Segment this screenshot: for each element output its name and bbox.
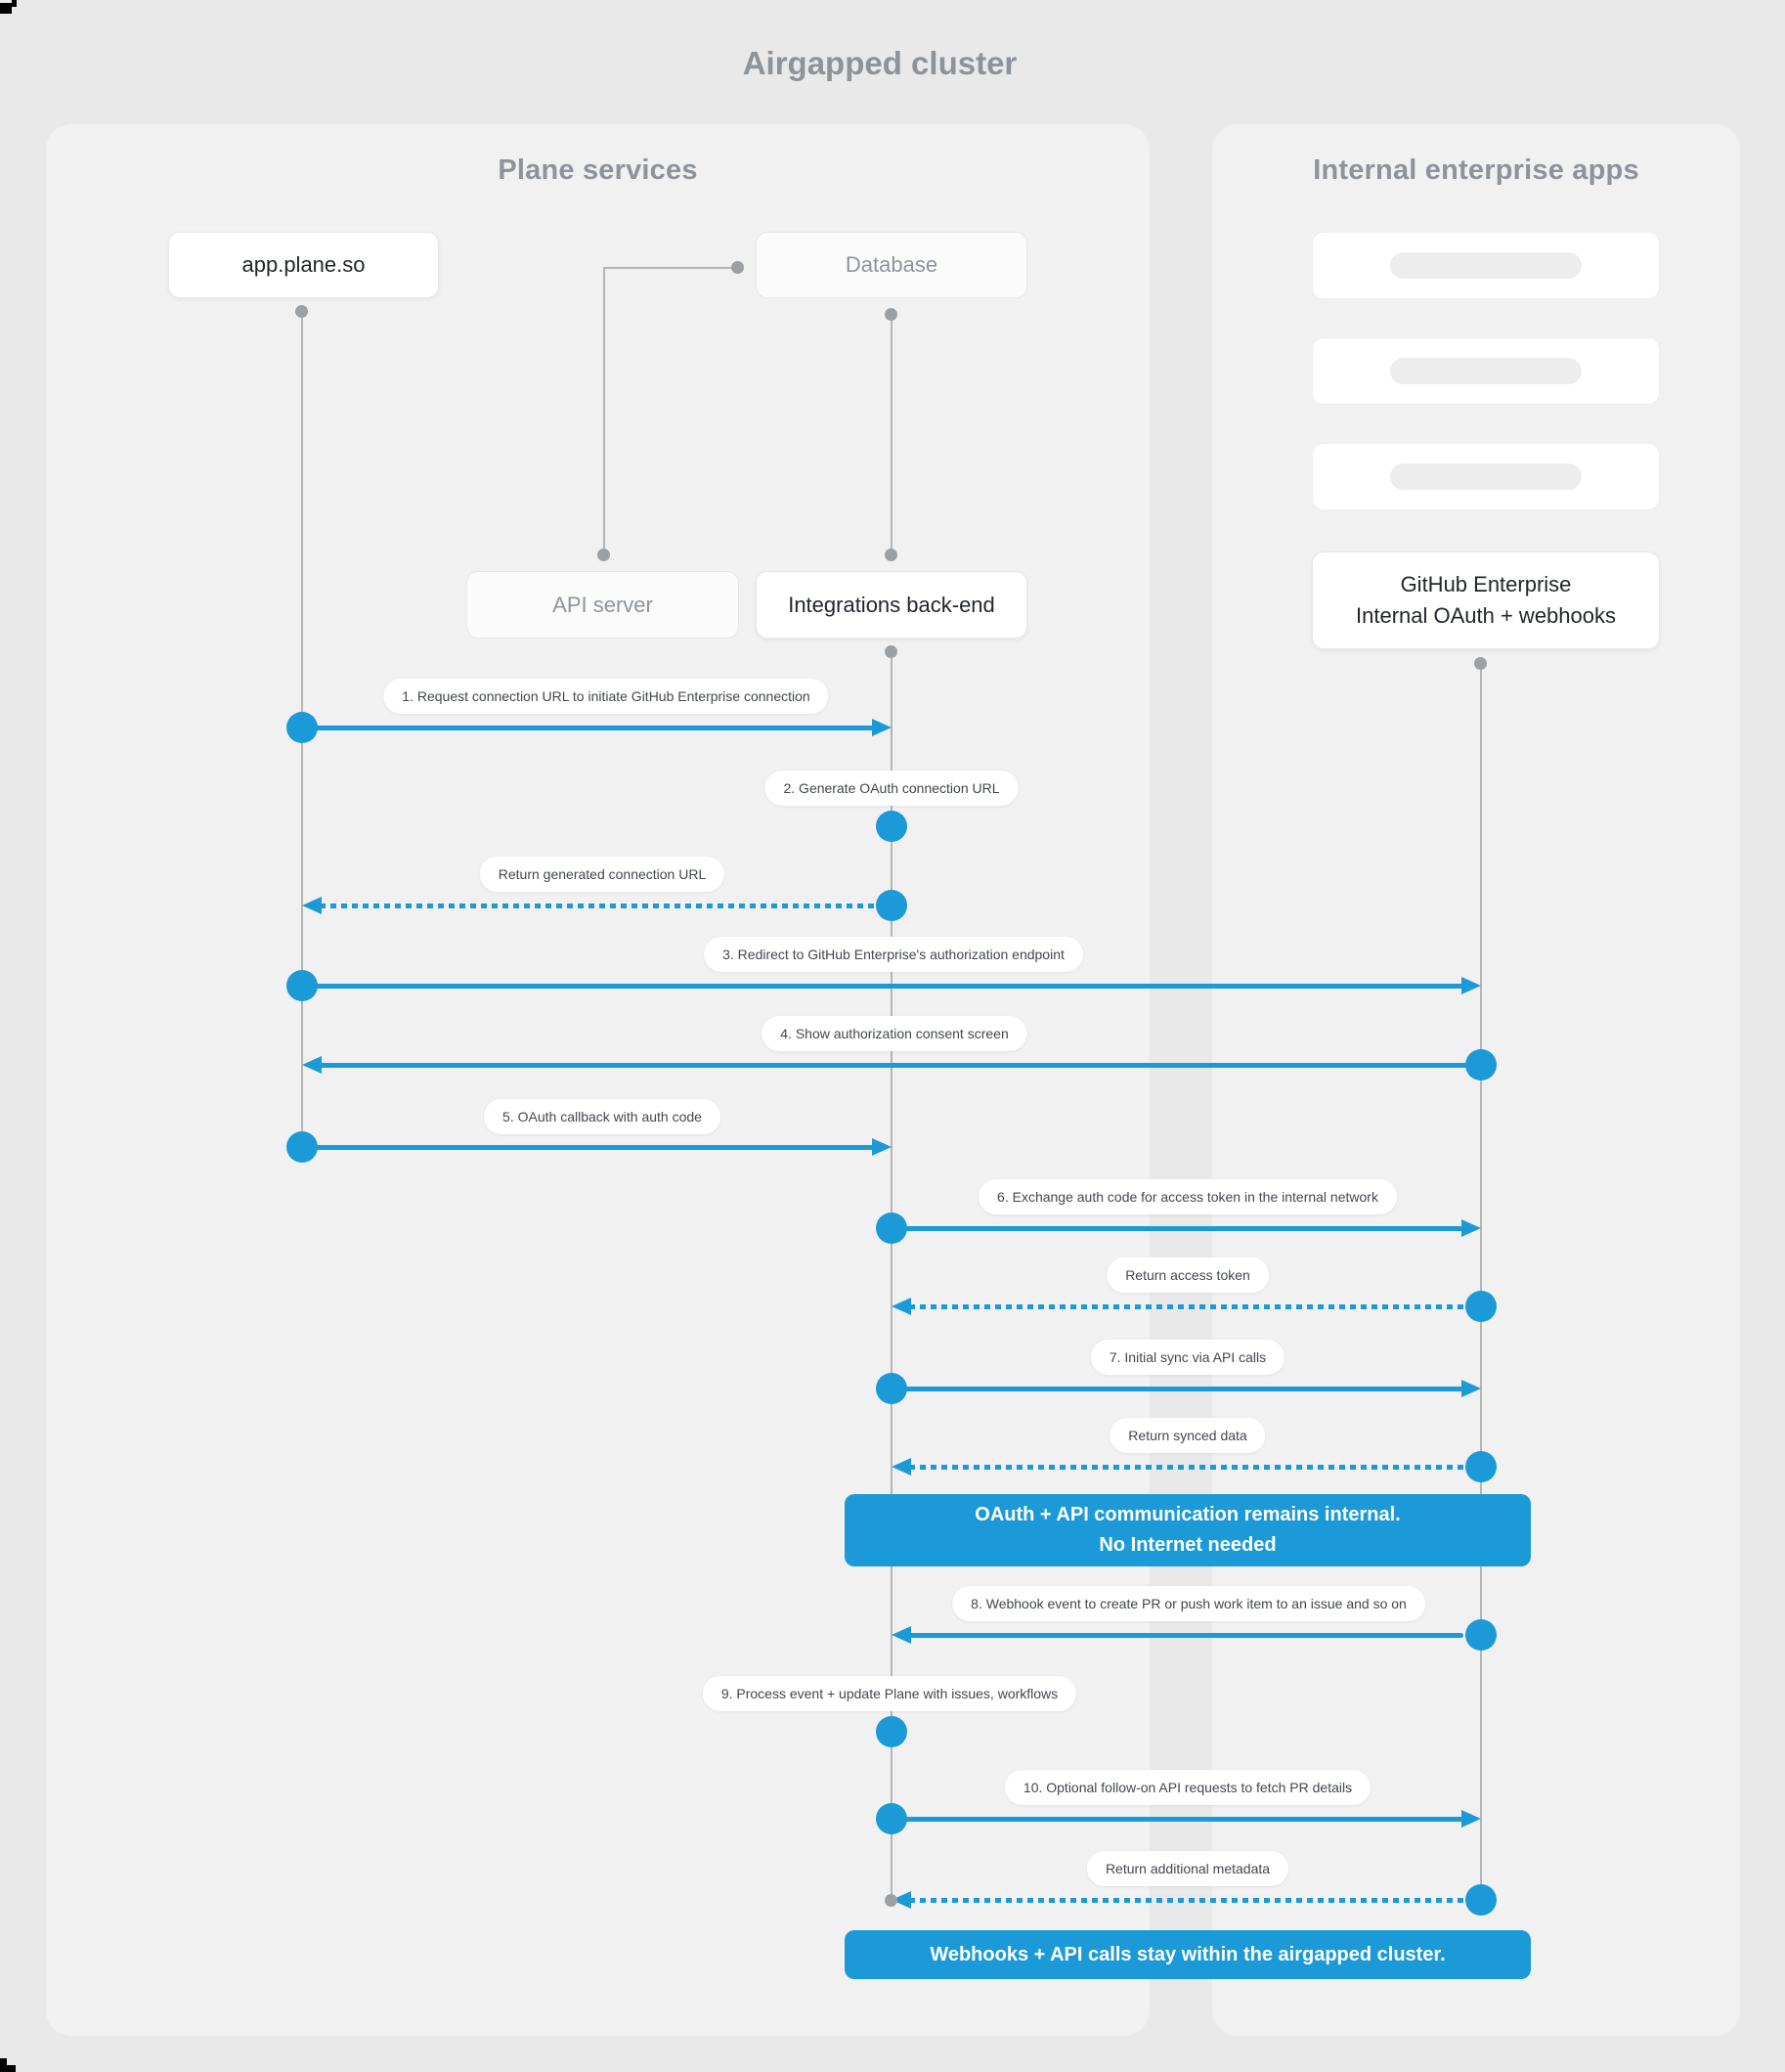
corner-artifact xyxy=(7,2065,16,2072)
arrowhead-left xyxy=(892,1626,911,1644)
banner-line2: No Internet needed xyxy=(1099,1534,1277,1556)
node-integrations-back-end: Integrations back-end xyxy=(756,571,1027,639)
github-enterprise-line1: GitHub Enterprise xyxy=(1400,572,1572,597)
message-arrow-dashed xyxy=(909,1898,1463,1903)
placeholder-bar xyxy=(1390,463,1582,490)
lifeline-dot xyxy=(885,549,897,561)
message-arrow xyxy=(892,1387,1463,1391)
lifeline-github-enterprise xyxy=(1480,663,1482,1900)
message-label: Return synced data xyxy=(1110,1418,1266,1453)
message-label: 7. Initial sync via API calls xyxy=(1090,1340,1285,1375)
message-arrow xyxy=(892,1226,1463,1231)
arrowhead-right xyxy=(1461,1380,1481,1397)
placeholder-app-card xyxy=(1312,443,1660,510)
message-label: Return access token xyxy=(1107,1257,1269,1293)
message-arrow xyxy=(909,1633,1463,1638)
message-label: 5. OAuth callback with auth code xyxy=(484,1099,720,1134)
message-source-dot xyxy=(1465,1619,1497,1651)
arrowhead-right xyxy=(1461,977,1481,994)
message-source-dot xyxy=(286,1131,318,1163)
message-source-dot xyxy=(876,1803,907,1834)
message-arrow xyxy=(302,726,875,730)
lifeline-dot xyxy=(295,305,308,318)
connector-api-server-vertical xyxy=(603,267,605,555)
message-label: 3. Redirect to GitHub Enterprise's autho… xyxy=(704,937,1083,972)
message-self-dot xyxy=(876,1716,907,1747)
connector-api-server-to-database xyxy=(603,267,738,269)
panel-plane-services xyxy=(46,124,1150,2036)
message-source-dot xyxy=(876,1212,907,1244)
message-label: 4. Show authorization consent screen xyxy=(762,1016,1027,1051)
message-arrow xyxy=(320,1063,1481,1068)
node-app-plane-so: app.plane.so xyxy=(168,232,439,298)
github-enterprise-line2: Internal OAuth + webhooks xyxy=(1356,603,1616,628)
message-arrow xyxy=(302,984,1463,989)
message-arrow xyxy=(302,1145,875,1150)
note-banner-internal: OAuth + API communication remains intern… xyxy=(845,1494,1531,1566)
panel-title-plane-services: Plane services xyxy=(498,154,698,186)
placeholder-app-card xyxy=(1312,337,1660,405)
message-arrow-dashed xyxy=(909,1304,1463,1309)
message-self-dot xyxy=(876,811,907,842)
message-label: 10. Optional follow-on API requests to f… xyxy=(1004,1770,1371,1805)
banner-line1: Webhooks + API calls stay within the air… xyxy=(930,1943,1446,1965)
panel-title-internal-enterprise-apps: Internal enterprise apps xyxy=(1313,154,1639,186)
corner-artifact xyxy=(0,2058,7,2072)
note-banner-airgapped: Webhooks + API calls stay within the air… xyxy=(845,1930,1531,1979)
lifeline-integrations-back-end xyxy=(891,650,892,1900)
message-label: 2. Generate OAuth connection URL xyxy=(764,771,1019,806)
message-source-dot xyxy=(1465,1049,1497,1080)
message-source-dot xyxy=(286,970,318,1001)
message-arrow xyxy=(892,1817,1463,1822)
placeholder-bar xyxy=(1390,252,1582,279)
arrowhead-left xyxy=(302,1056,322,1074)
panel-internal-enterprise-apps xyxy=(1212,124,1740,2036)
arrowhead-right xyxy=(1461,1810,1481,1828)
message-label: Return additional metadata xyxy=(1086,1851,1289,1886)
message-label: 8. Webhook event to create PR or push wo… xyxy=(952,1586,1425,1621)
message-label: 1. Request connection URL to initiate Gi… xyxy=(383,679,829,714)
node-api-server: API server xyxy=(466,571,739,639)
node-database: Database xyxy=(756,232,1027,298)
placeholder-app-card xyxy=(1312,232,1660,299)
corner-artifact xyxy=(0,3,12,14)
arrowhead-right xyxy=(1461,1219,1481,1237)
arrowhead-right xyxy=(872,719,892,736)
message-arrow-dashed xyxy=(909,1465,1463,1470)
message-label: Return generated connection URL xyxy=(479,857,725,892)
lifeline-dot xyxy=(1474,657,1487,670)
lifeline-dot xyxy=(731,261,744,274)
node-github-enterprise: GitHub Enterprise Internal OAuth + webho… xyxy=(1312,551,1660,649)
lifeline-dot xyxy=(885,645,897,658)
message-label: 9. Process event + update Plane with iss… xyxy=(702,1676,1077,1711)
arrowhead-left xyxy=(892,1458,911,1476)
arrowhead-left xyxy=(892,1298,911,1315)
placeholder-bar xyxy=(1390,358,1582,384)
message-source-dot xyxy=(1465,1884,1497,1916)
message-label: 6. Exchange auth code for access token i… xyxy=(979,1179,1397,1214)
message-source-dot xyxy=(1465,1291,1497,1322)
banner-line1: OAuth + API communication remains intern… xyxy=(975,1504,1401,1525)
arrowhead-left xyxy=(892,1891,911,1909)
message-source-dot xyxy=(1465,1451,1497,1482)
lifeline-dot xyxy=(597,549,610,561)
message-source-dot xyxy=(876,890,907,921)
lifeline-end-dot xyxy=(885,1894,897,1907)
page-title: Airgapped cluster xyxy=(742,45,1018,81)
corner-artifact xyxy=(12,0,17,7)
lifeline-dot xyxy=(885,308,897,321)
message-arrow-dashed xyxy=(320,904,892,908)
arrowhead-left xyxy=(302,897,322,914)
arrowhead-right xyxy=(872,1138,892,1156)
message-source-dot xyxy=(876,1373,907,1404)
message-source-dot xyxy=(286,712,318,743)
lifeline-database-to-integrations xyxy=(891,311,892,555)
